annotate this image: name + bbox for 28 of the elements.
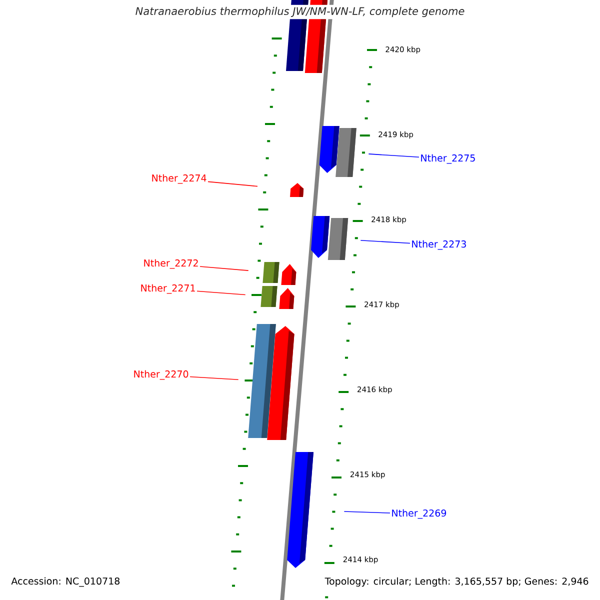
title: Natranaerobius thermophilus JW/NM-WN-LF, complete genome — [133, 4, 467, 20]
gene-block — [328, 218, 348, 260]
leader-line — [368, 154, 420, 158]
gene-block — [290, 183, 304, 197]
gene-block — [336, 128, 356, 177]
leader-line — [208, 181, 258, 187]
leader-line — [196, 290, 246, 296]
gene-label: Nther_2269 — [392, 509, 446, 519]
gene-block — [319, 126, 340, 173]
gene-block — [311, 216, 330, 258]
gene-block — [287, 452, 314, 568]
gene-block — [281, 264, 296, 285]
gene-block — [260, 286, 278, 307]
gene-label: Nther_2272 — [144, 259, 198, 269]
leader-line — [344, 511, 390, 514]
gene-block — [262, 262, 280, 283]
gene-label: Nther_2271 — [141, 284, 195, 294]
info-text: Accession: NC_010718 — [10, 576, 122, 588]
leader-line — [360, 240, 410, 244]
leader-line — [190, 376, 239, 380]
gene-label: Nther_2270 — [134, 370, 188, 380]
gene-block — [267, 326, 294, 440]
gene-label: Nther_2273 — [412, 240, 466, 250]
leader-line — [200, 266, 249, 271]
gene-label: Nther_2275 — [421, 154, 475, 164]
gene-block — [279, 288, 294, 309]
info-text: Topology: circular; Length: 3,165,557 bp; Genes: 2,946 — [324, 576, 590, 588]
gene-label: Nther_2274 — [152, 174, 206, 184]
